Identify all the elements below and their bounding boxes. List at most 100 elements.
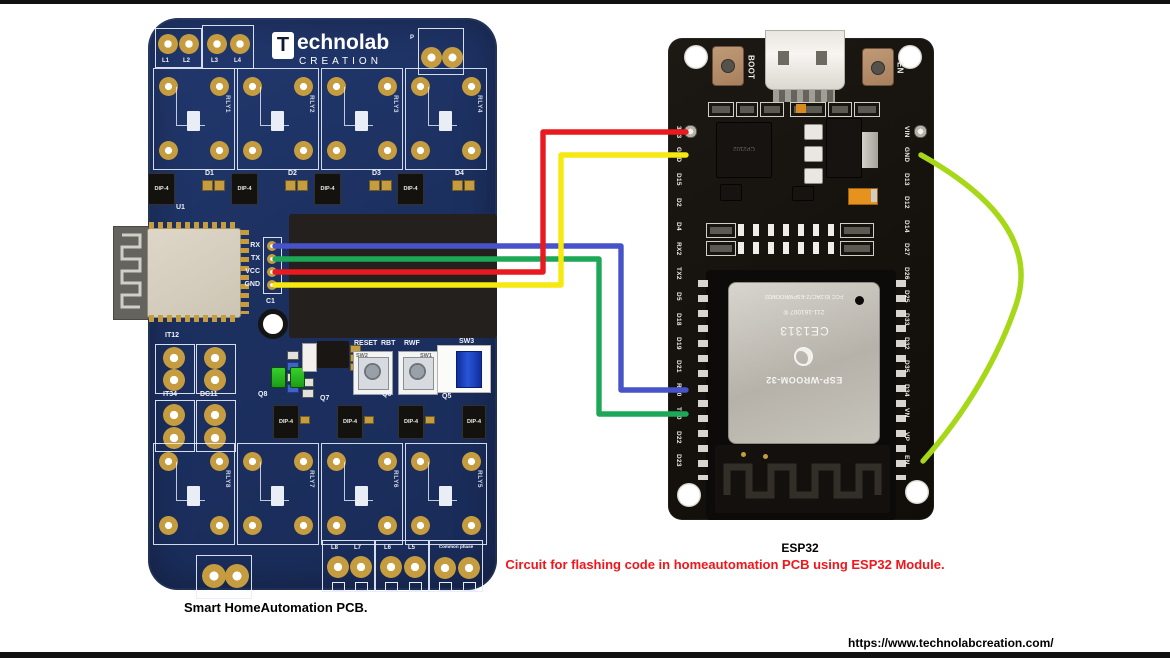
voltage-regulator: [826, 118, 862, 178]
solder-pad: [452, 180, 463, 191]
solder-pad: [202, 180, 213, 191]
resistor: [287, 351, 299, 360]
silk-box: [760, 102, 784, 117]
chip-marking: CP2102: [733, 145, 755, 151]
usb-slot: [816, 51, 827, 65]
relay-label: RLY5: [476, 470, 483, 489]
espressif-logo-icon: [794, 347, 814, 366]
solder-pad: [442, 47, 463, 68]
terminal-slot: [463, 582, 476, 591]
home-automation-pcb: T echnolab CREATION L1 L2 L3 L4 P RLY1: [113, 18, 628, 599]
relay-footprint: RLY6: [321, 443, 403, 545]
pin-label: VIN: [902, 126, 910, 138]
relay-label: RLY8: [224, 470, 231, 489]
relay-footprint: RLY4: [405, 68, 487, 170]
solder-pad: [381, 180, 392, 191]
terminal-label: L5: [408, 545, 416, 551]
silk-box: [840, 223, 874, 238]
right-pin-header: [914, 125, 927, 466]
mounting-hole: [898, 45, 922, 69]
button-label: RWF: [404, 340, 420, 347]
relay-coil-pad: [355, 111, 368, 131]
optocoupler-chip: DIP-4: [337, 405, 363, 439]
solder-pad: [369, 180, 380, 191]
relay-coil-pad: [187, 111, 200, 131]
pin-label: 3V3: [674, 125, 682, 139]
pin-label: D27: [902, 242, 910, 256]
mounting-hole: [684, 45, 708, 69]
green-led: [271, 367, 286, 388]
bottom-border-bar: [0, 652, 1170, 658]
pin-label: VN: [902, 408, 910, 418]
ce-mark-text: CE1313: [779, 324, 829, 338]
button-cap: [721, 59, 735, 73]
pin-label: D21: [674, 359, 682, 373]
pcb-caption: Smart HomeAutomation PCB.: [184, 600, 368, 615]
relay-coil-pad: [271, 486, 284, 506]
solder-pad: [230, 34, 250, 54]
serial-number-text: 211-161007 ®: [783, 308, 825, 315]
micro-usb-port: [765, 30, 845, 90]
header-pin: [267, 280, 277, 290]
relay-coil-pad: [271, 111, 284, 131]
terminal-label: L3: [211, 58, 219, 64]
terminal-label: L2: [183, 58, 191, 64]
terminal-box-l6-l5: L6 L5: [375, 540, 429, 592]
pin-label: GND: [902, 147, 910, 163]
button-cap: [364, 363, 381, 380]
relay-label: RLY4: [476, 95, 483, 114]
fiducial-dot: [763, 454, 768, 459]
header-pin-label: RX: [250, 242, 260, 249]
pin-label: D22: [674, 430, 682, 444]
relay-coil-pad: [439, 486, 452, 506]
button-label: RESET: [354, 340, 378, 347]
website-url: https://www.technolabcreation.com/: [848, 636, 1054, 650]
switch-label: SW3: [459, 338, 475, 345]
module-body: [147, 228, 241, 318]
resistor-row: [738, 224, 838, 236]
solder-pad: [421, 47, 442, 68]
pin-label: D19: [674, 336, 682, 350]
terminal-slot: [385, 582, 398, 591]
transistor-label: Q6: [382, 391, 392, 398]
solder-pad: [179, 34, 199, 54]
voltage-regulator: [317, 341, 349, 368]
pin-label: D12: [902, 195, 910, 209]
capacitor-c1: [258, 309, 288, 339]
silk-box: [840, 241, 874, 256]
switch-knob: [456, 351, 482, 388]
pin-label: D2: [674, 197, 682, 207]
module-antenna: [113, 226, 149, 320]
solder-pad: [425, 416, 435, 424]
pin-label: TX2: [674, 266, 682, 280]
terminal-box-l8-l7: L8 L7: [322, 540, 375, 592]
module-castellations: [896, 280, 906, 480]
pin-label: RX0: [674, 383, 682, 397]
silk-box: [706, 241, 736, 256]
io-box: [196, 344, 236, 394]
relay-footprint: RLY7: [237, 443, 319, 545]
capacitor: [804, 146, 823, 162]
io-box: [155, 344, 195, 394]
transistor: [720, 184, 742, 201]
pin-label: D33: [902, 312, 910, 326]
diode-label: D1: [205, 170, 214, 177]
relay-footprint: RLY1: [153, 68, 235, 170]
transistor-label: Q5: [442, 393, 452, 400]
relay-coil-pad: [439, 111, 452, 131]
boot-button-label: BOOT: [746, 54, 756, 80]
fcc-id-text: FCC ID:2AC7Z-ESPWROOM32: [764, 293, 844, 299]
wire-gnd-en: [918, 152, 1024, 464]
io-box-label: IT34: [163, 391, 178, 398]
terminal-box-l1-l2: L1 L2: [155, 28, 202, 68]
diode-label: D2: [288, 170, 297, 177]
boot-button: [712, 46, 744, 86]
pin-label: D25: [902, 289, 910, 303]
solder-pad: [364, 416, 374, 424]
pin-label: VP: [902, 432, 910, 442]
optocoupler-chip: DIP-4: [231, 173, 258, 205]
mounting-hole: [677, 483, 701, 507]
esp32-devkit-board: BOOT EN CP2102: [668, 30, 934, 520]
capacitor: [804, 168, 823, 184]
switch-label: SW2: [356, 353, 368, 359]
